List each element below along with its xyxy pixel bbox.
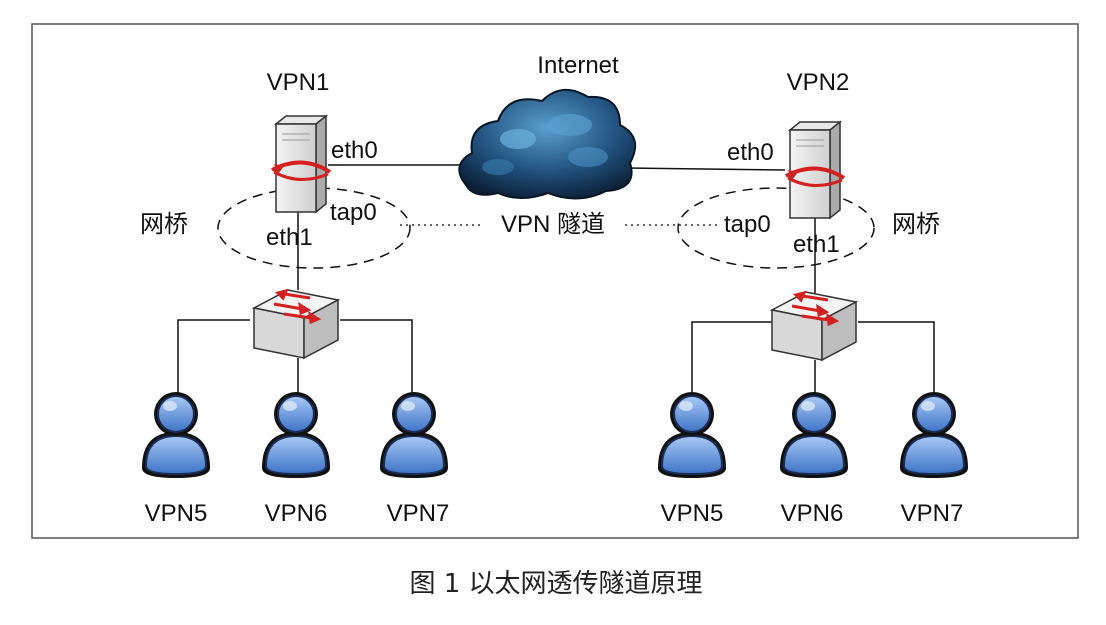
- bridge-label-right: 网桥: [892, 211, 940, 238]
- client-label-right-vpn5: VPN5: [661, 500, 724, 527]
- bridge-label-left: 网桥: [140, 211, 188, 238]
- line-left-switch-vpn7: [340, 319, 413, 402]
- internet-label: Internet: [537, 52, 619, 79]
- figure-caption: 图 1 以太网透传隧道原理: [409, 569, 702, 599]
- client-label-right-vpn7: VPN7: [901, 500, 964, 527]
- server-icon-vpn2: [784, 120, 846, 220]
- line-internet-vpn2: [627, 167, 786, 171]
- vpn2-label: VPN2: [787, 69, 850, 96]
- vpn1-eth1-label: eth1: [266, 224, 313, 251]
- cloud-icon: [458, 89, 637, 200]
- vpn-tunnel-label: VPN 隧道: [501, 211, 605, 238]
- client-label-right-vpn6: VPN6: [781, 500, 844, 527]
- bridge-ellipse-right: [677, 187, 875, 269]
- server-icon-vpn1: [270, 114, 332, 214]
- bridge-ellipse-left: [217, 187, 411, 269]
- vpn2-eth0-label: eth0: [727, 139, 774, 166]
- client-label-left-vpn6: VPN6: [265, 500, 328, 527]
- client-label-left-vpn7: VPN7: [387, 500, 450, 527]
- line-left-switch-vpn5: [177, 319, 250, 402]
- vpn2-tap0-label: tap0: [724, 211, 771, 238]
- vpn1-eth0-label: eth0: [331, 137, 378, 164]
- line-right-switch-vpn7: [858, 321, 935, 402]
- client-label-left-vpn5: VPN5: [145, 500, 208, 527]
- vpn1-label: VPN1: [267, 69, 330, 96]
- line-right-switch-vpn5: [691, 321, 772, 402]
- vpn1-tap0-label: tap0: [330, 199, 377, 226]
- vpn2-eth1-label: eth1: [793, 231, 840, 258]
